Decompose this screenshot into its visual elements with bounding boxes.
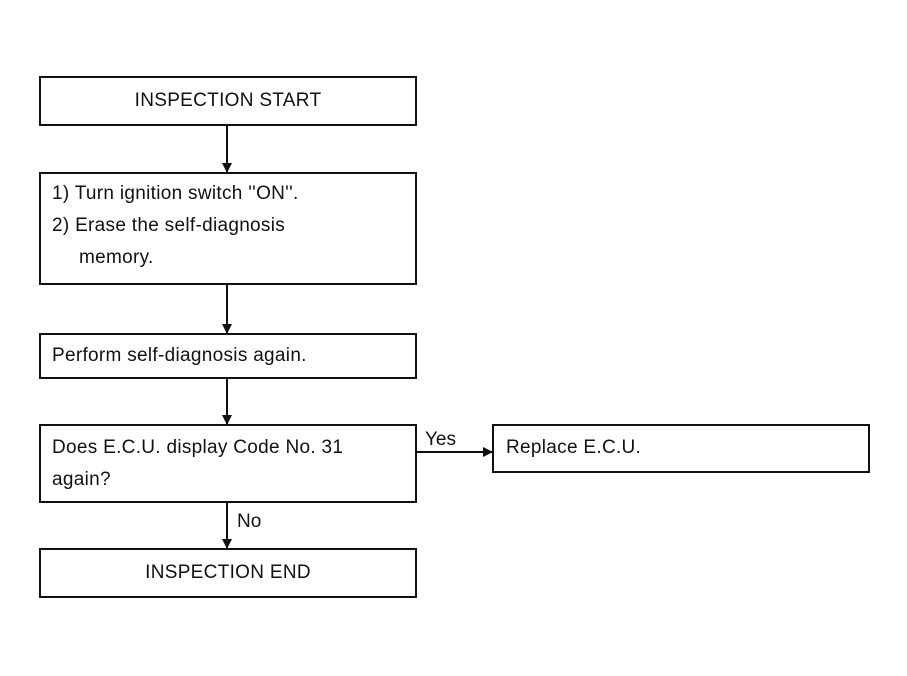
no-branch-label: No [237,511,262,532]
decision-line2: again? [52,469,111,490]
decision-line1: Does E.C.U. display Code No. 31 [52,437,344,458]
replace-ecu-label: Replace E.C.U. [506,437,642,458]
yes-branch-label: Yes [425,429,456,450]
replace-ecu-box: Replace E.C.U. [492,424,870,473]
step2-box: Perform self-diagnosis again. [39,333,417,379]
step1-line1: 1) Turn ignition switch ''ON''. [52,183,299,204]
step1-box: 1) Turn ignition switch ''ON''. 2) Erase… [39,172,417,285]
decision-box: Does E.C.U. display Code No. 31 again? [39,424,417,503]
inspection-start-box: INSPECTION START [39,76,417,126]
inspection-end-label: INSPECTION END [145,562,311,583]
inspection-end-box: INSPECTION END [39,548,417,598]
step1-line2: 2) Erase the self-diagnosis [52,215,286,236]
step2-label: Perform self-diagnosis again. [52,345,307,366]
inspection-start-label: INSPECTION START [134,90,322,111]
step1-line3: memory. [79,247,154,268]
